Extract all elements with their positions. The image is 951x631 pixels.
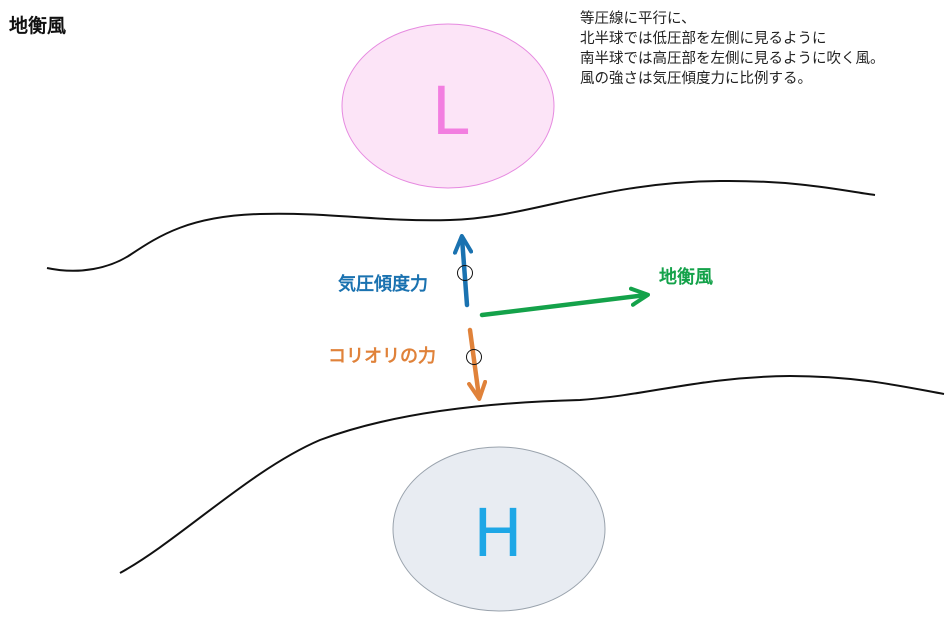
low-pressure-ellipse	[341, 23, 555, 189]
coriolis-label: コリオリの力	[328, 346, 436, 367]
isobar-upper	[46, 179, 876, 272]
description-line-4: 風の強さは気圧傾度力に比例する。	[580, 71, 812, 87]
high-pressure-label: H	[473, 495, 523, 572]
geostrophic-wind-arrow	[479, 286, 651, 318]
coriolis-marker-circle	[466, 349, 482, 365]
page-title: 地衡風	[9, 15, 67, 37]
description-line-1: 等圧線に平行に、	[580, 11, 696, 27]
pressure-gradient-arrow	[452, 233, 474, 308]
pressure-gradient-label: 気圧傾度力	[338, 273, 428, 295]
pressure-gradient-marker-circle	[457, 265, 473, 281]
geostrophic-wind-label: 地衡風	[659, 266, 713, 288]
coriolis-arrow	[467, 327, 488, 402]
high-pressure-ellipse	[392, 446, 606, 612]
description-line-3: 南半球では高圧部を左側に見るように吹く風。	[580, 51, 885, 67]
isobar-lower	[119, 374, 945, 574]
description-text: 等圧線に平行に、 北半球では低圧部を左側に見るように 南半球では高圧部を左側に見…	[580, 9, 885, 89]
low-pressure-label: L	[432, 73, 469, 150]
description-line-2: 北半球では低圧部を左側に見るように	[580, 31, 827, 47]
